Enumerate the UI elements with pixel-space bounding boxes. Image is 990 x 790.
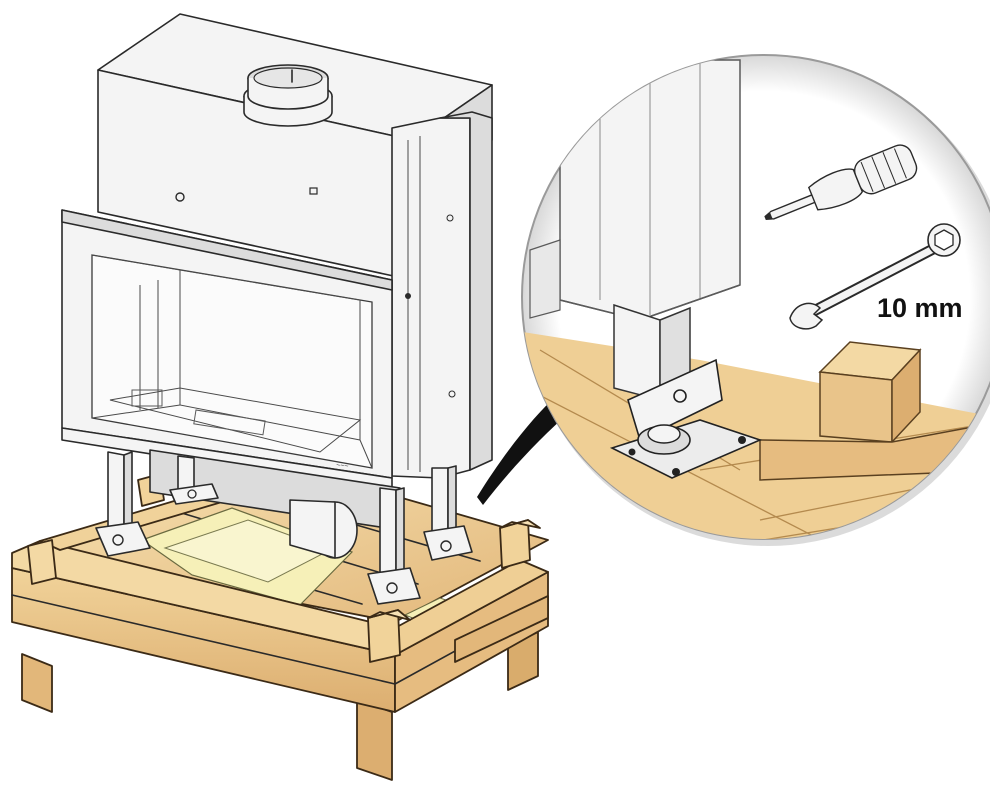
- crate-brace: [454, 595, 549, 663]
- leg-back-right: [423, 465, 473, 561]
- crate-leg-front: [356, 699, 393, 781]
- leg-front-right: [367, 487, 421, 605]
- firebox-floor: [109, 387, 362, 453]
- wrench-size-label: 10 mm: [877, 293, 963, 323]
- flue-collar: [243, 64, 333, 127]
- side-panel: [391, 117, 471, 479]
- brand-logo: ~~~: [336, 462, 349, 470]
- flue-box-slot: [309, 187, 318, 195]
- wrench-icon: [789, 223, 961, 330]
- screwdriver-icon: [764, 144, 918, 220]
- crate-leg-left: [21, 653, 53, 713]
- detail-callout: 10 mm: [521, 54, 990, 546]
- leg-front-left: [95, 451, 151, 557]
- detail-stove-body: [529, 59, 741, 321]
- leg-back-left: [169, 455, 219, 505]
- crate-corner-post-front-right: [367, 609, 411, 663]
- callout-pointer: [477, 392, 572, 505]
- detail-leg: [609, 303, 763, 479]
- fireplace-insert: ~~~: [61, 13, 493, 605]
- crate-corner-post-front-left: [27, 539, 57, 585]
- door-frame-top-strip: [61, 209, 393, 291]
- crate-corner-post-back-right: [499, 519, 541, 569]
- air-duct: [289, 499, 358, 559]
- side-panel-edge: [439, 111, 493, 471]
- air-control-knob: [175, 192, 185, 202]
